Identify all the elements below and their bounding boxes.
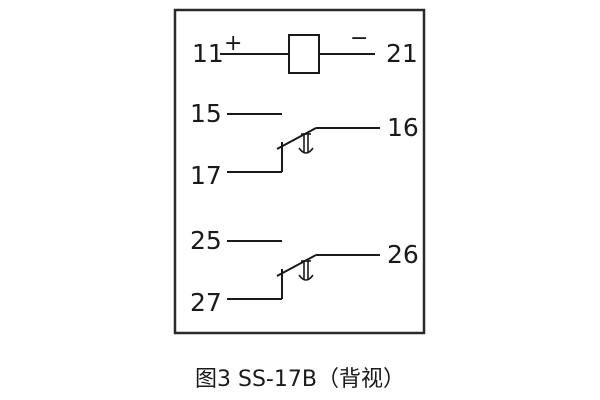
contact-1-moving-arm (276, 127, 317, 150)
pin-label-16: 16 (387, 113, 419, 142)
positive-polarity-mark: + (224, 31, 242, 56)
pin-label-25: 25 (190, 226, 222, 255)
actuator-link-icon (298, 259, 314, 281)
pin-label-15: 15 (190, 99, 222, 128)
negative-polarity-mark: − (350, 26, 368, 51)
actuator-link-icon (298, 132, 314, 154)
contact-group-1: 15 16 17 (190, 99, 419, 190)
figure-caption: 图3 SS-17B（背视） (195, 367, 405, 392)
coil-symbol (288, 34, 320, 74)
pin-label-21: 21 (386, 39, 418, 68)
pin-label-27: 27 (190, 288, 222, 317)
relay-housing-frame (173, 8, 426, 335)
contact-2-moving-arm (276, 254, 317, 277)
pin-label-11: 11 (192, 39, 224, 68)
contact-group-2: 25 26 27 (190, 226, 419, 317)
pin-label-17: 17 (190, 161, 222, 190)
coil-circuit: 11 + − 21 (192, 26, 418, 74)
pin-label-26: 26 (387, 240, 419, 269)
